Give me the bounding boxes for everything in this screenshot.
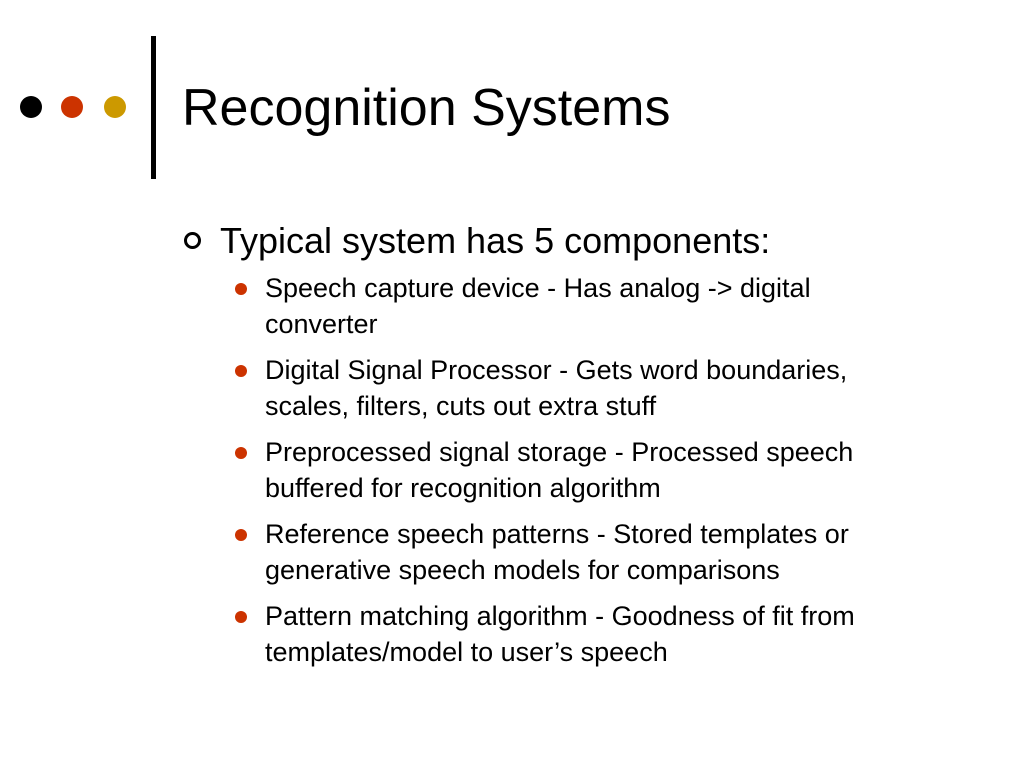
component-list: Speech capture device - Has analog -> di… [181, 270, 971, 670]
gold-dot-icon [104, 96, 126, 118]
list-item-text: Reference speech patterns - Stored templ… [265, 519, 849, 585]
black-dot-icon [20, 96, 42, 118]
list-item-text: Pattern matching algorithm - Goodness of… [265, 601, 855, 667]
list-item: Digital Signal Processor - Gets word bou… [181, 352, 925, 424]
slide-content: Typical system has 5 components: Speech … [181, 218, 971, 680]
red-dot-icon [61, 96, 83, 118]
list-item-text: Preprocessed signal storage - Processed … [265, 437, 854, 503]
list-item: Speech capture device - Has analog -> di… [181, 270, 925, 342]
list-item-text: Digital Signal Processor - Gets word bou… [265, 355, 848, 421]
list-item: Preprocessed signal storage - Processed … [181, 434, 925, 506]
main-point-text: Typical system has 5 components: [220, 220, 771, 261]
list-item: Reference speech patterns - Stored templ… [181, 516, 925, 588]
bullet-dot-icon [235, 529, 247, 541]
bullet-dot-icon [235, 447, 247, 459]
ring-bullet-icon [184, 232, 201, 249]
bullet-dot-icon [235, 283, 247, 295]
bullet-dot-icon [235, 365, 247, 377]
bullet-dot-icon [235, 611, 247, 623]
slide-title: Recognition Systems [182, 79, 671, 137]
title-divider [151, 36, 156, 179]
list-item: Pattern matching algorithm - Goodness of… [181, 598, 925, 670]
main-point: Typical system has 5 components: [181, 218, 971, 264]
list-item-text: Speech capture device - Has analog -> di… [265, 273, 811, 339]
